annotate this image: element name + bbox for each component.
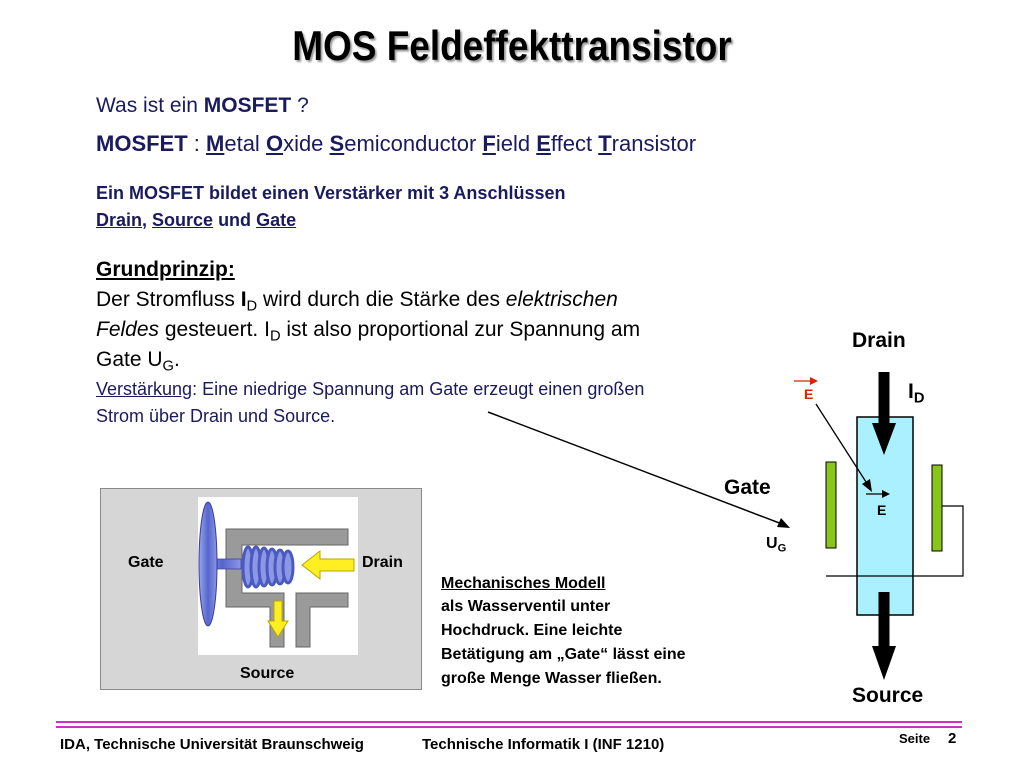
current-symbol: I <box>908 380 914 403</box>
water-valve-illustration <box>198 501 355 648</box>
principle-text: Der Stromfluss <box>96 288 241 311</box>
field-label-red: E <box>804 386 814 402</box>
current-subscript: D <box>913 390 925 407</box>
voltage-symbol: U <box>766 535 778 552</box>
acronym-initial: E <box>536 131 551 156</box>
drain-label: Drain <box>852 329 906 352</box>
drain-inflow-arrow <box>301 549 355 581</box>
principle-line-2: Feldes gesteuert. ID ist also proportion… <box>96 315 640 351</box>
valve-housing <box>225 528 349 648</box>
amplification-line-1: Verstärkung: Eine niedrige Spannung am G… <box>96 379 644 400</box>
question-prefix: Was ist ein <box>96 94 204 117</box>
mech-gate-label: Gate <box>128 554 164 571</box>
principle-text: ist also proportional zur Spannung am <box>280 318 641 341</box>
mech-drain-label: Drain <box>362 554 403 571</box>
terminal-list: Drain, Source und Gate <box>96 210 296 231</box>
mechanical-model-heading: Mechanisches Modell <box>441 575 606 592</box>
current-symbol: I <box>240 288 247 311</box>
gate-wire <box>826 505 964 577</box>
source-label: Source <box>852 684 924 707</box>
principle-heading: Grundprinzip: <box>96 255 235 285</box>
principle-line-1: Der Stromfluss ID wird durch die Stärke … <box>96 285 618 321</box>
footer-institution: IDA, Technische Universität Braunschweig <box>60 736 364 753</box>
mechanical-desc-line: große Menge Wasser fließen. <box>441 670 662 687</box>
acronym-word: etal <box>224 131 266 156</box>
acronym-word: xide <box>283 131 330 156</box>
footer-page-number: 2 <box>948 730 957 747</box>
question-term: MOSFET <box>203 94 292 117</box>
principle-line-3: Gate UG. <box>96 345 180 381</box>
gate-plate-right <box>931 464 943 552</box>
source-outflow-arrow <box>267 600 289 638</box>
principle-text: wird durch die Stärke des <box>257 288 506 311</box>
acronym-initial: M <box>206 131 225 156</box>
mechanical-desc-line: Hochdruck. Eine leichte <box>441 622 623 639</box>
amplification-text: : Eine niedrige Spannung am Gate erzeugt… <box>192 379 645 399</box>
footer-page-label: Seite <box>899 731 931 746</box>
field-label: E <box>877 502 887 518</box>
gate-link[interactable]: Gate <box>256 210 297 230</box>
question-suffix: ? <box>291 94 309 117</box>
valve-housing-lower <box>295 592 349 648</box>
acronym-initial: T <box>598 131 612 156</box>
acronym-word: ffect <box>550 131 599 156</box>
mech-source-label: Source <box>240 665 295 682</box>
current-subscript: D <box>269 328 281 345</box>
principle-emphasis: elektrischen <box>505 288 618 311</box>
principle-text: . <box>173 348 180 371</box>
acronym-definition: MOSFET : Metal Oxide Semiconductor Field… <box>96 131 696 157</box>
amplification-label: Verstärkung <box>96 379 193 399</box>
gate-voltage-label: UG <box>766 535 786 554</box>
valve-spring <box>241 545 295 589</box>
principle-emphasis: Feldes <box>96 318 160 341</box>
question-line: Was ist ein MOSFET ? <box>96 94 309 118</box>
footer-divider-top <box>56 721 962 723</box>
pointer-arrowhead <box>777 518 790 528</box>
comma-text: , <box>142 210 153 230</box>
drain-current-label: ID <box>908 380 924 406</box>
acronym-initial: F <box>482 131 496 156</box>
acronym-word: emiconductor <box>344 131 483 156</box>
source-link[interactable]: Source <box>152 210 214 230</box>
field-pointer-line <box>815 403 869 486</box>
page-title: MOS Feldeffekttransistor <box>292 22 732 69</box>
acronym-initial: O <box>265 131 284 156</box>
principle-heading-text: Grundprinzip: <box>96 258 235 281</box>
drain-link[interactable]: Drain <box>96 210 143 230</box>
current-subscript: D <box>246 298 258 315</box>
field-arrow <box>882 490 890 498</box>
principle-text: Gate U <box>96 348 163 371</box>
und-text: und <box>213 210 257 230</box>
intro-line: Ein MOSFET bildet einen Verstärker mit 3… <box>96 183 566 203</box>
mechanical-desc-line: Betätigung am „Gate“ lässt eine <box>441 646 686 663</box>
voltage-subscript: G <box>162 358 174 375</box>
mechanical-desc-line: als Wasserventil unter <box>441 598 611 615</box>
footer-course: Technische Informatik I (INF 1210) <box>422 736 665 753</box>
gate-plate-left <box>825 461 837 549</box>
drain-current-arrow <box>872 423 896 455</box>
acronym-initial: S <box>329 131 345 156</box>
footer-divider-bottom <box>56 726 962 728</box>
voltage-subscript: G <box>777 542 787 555</box>
gate-label: Gate <box>724 476 771 499</box>
principle-text: gesteuert. I <box>159 318 270 341</box>
source-current-arrow <box>872 646 896 680</box>
acronym-word: ransistor <box>611 131 697 156</box>
definition-term: MOSFET <box>96 131 188 156</box>
definition-separator: : <box>187 131 207 156</box>
acronym-word: ield <box>495 131 537 156</box>
pointer-line <box>487 411 783 525</box>
amplification-line-2: Strom über Drain und Source. <box>96 406 336 426</box>
